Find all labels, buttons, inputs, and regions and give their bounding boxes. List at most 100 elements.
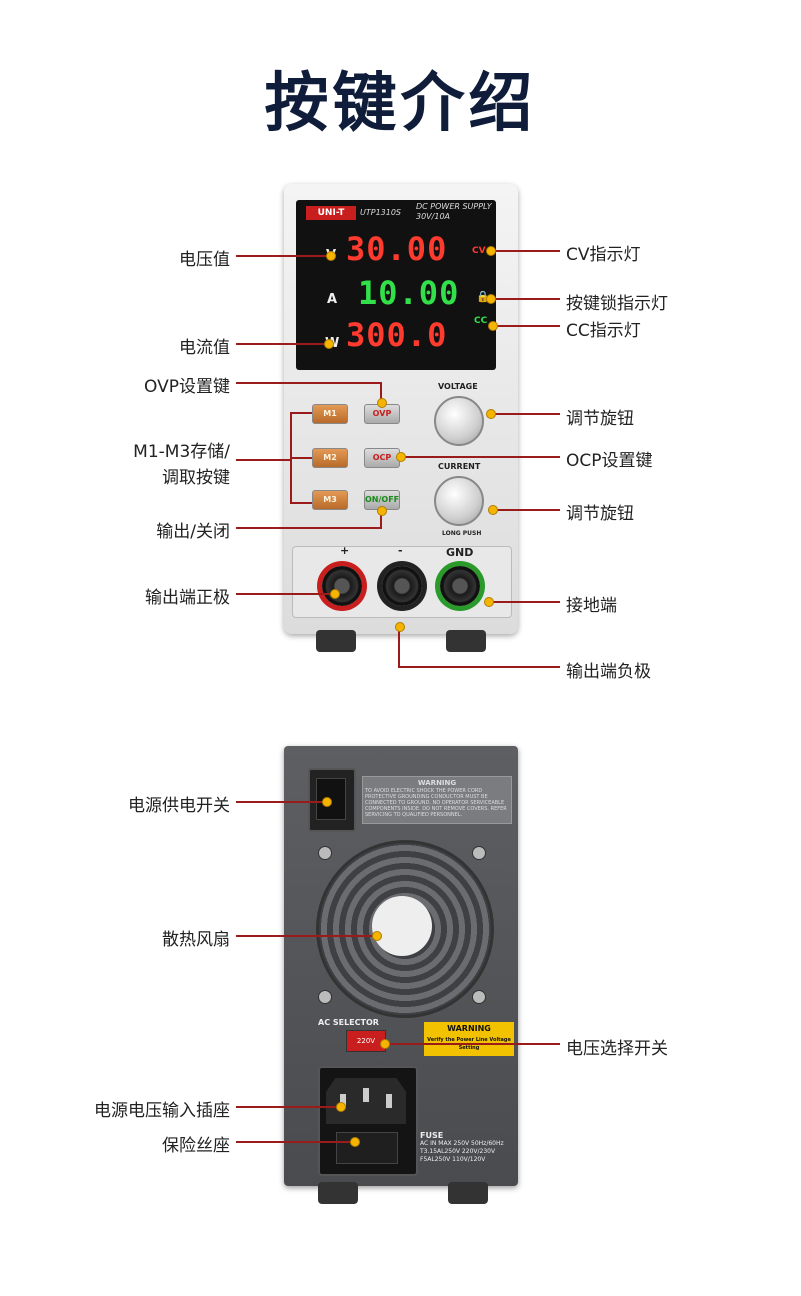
fan-hub <box>372 896 432 956</box>
unit-a: A <box>327 292 338 307</box>
dot-ocp-key <box>396 452 406 462</box>
yellow-warning-sub: Verify the Power Line Voltage Setting <box>427 1037 511 1051</box>
fuse-title: FUSE <box>420 1131 444 1140</box>
negative-terminal[interactable] <box>382 566 422 606</box>
ocp-button[interactable]: OCP <box>364 448 400 468</box>
label-m-keys-line2: 调取按键 <box>162 468 230 488</box>
dot-output-negative <box>395 622 405 632</box>
label-m-keys-line1: M1-M3存储/ <box>133 442 230 462</box>
leader-power-socket <box>236 1106 338 1108</box>
leader-fan <box>236 935 374 937</box>
long-push-label: LONG PUSH <box>442 530 482 537</box>
leader-fuse-holder <box>236 1141 352 1143</box>
fuse-label: FUSE AC IN MAX 250V 50Hz/60Hz T3.15AL250… <box>420 1132 515 1164</box>
dot-ovp-key <box>377 398 387 408</box>
page-title: 按键介绍 <box>264 67 537 141</box>
dot-fuse-holder <box>350 1137 360 1147</box>
fuse-holder[interactable] <box>336 1132 398 1164</box>
leader-ovp-key-v <box>380 382 382 402</box>
dot-cc-indicator <box>488 321 498 331</box>
dot-power-switch <box>322 797 332 807</box>
leader-knob-1 <box>490 413 560 415</box>
leader-output-negative-v <box>398 626 400 668</box>
leader-m1 <box>290 412 312 414</box>
dot-power-socket <box>336 1102 346 1112</box>
dot-voltage-value <box>326 251 336 261</box>
label-knob-1: 调节旋钮 <box>566 409 634 429</box>
m1-button[interactable]: M1 <box>312 404 348 424</box>
label-voltage-selector: 电压选择开关 <box>566 1039 668 1059</box>
cc-indicator: CC <box>474 316 488 326</box>
m3-button[interactable]: M3 <box>312 490 348 510</box>
screw-icon <box>472 846 486 860</box>
leader-m-keys-h <box>236 459 292 461</box>
leader-cv-indicator <box>490 250 560 252</box>
dot-knob-1 <box>486 409 496 419</box>
ac-selector-label: AC SELECTOR <box>318 1018 379 1027</box>
m2-button[interactable]: M2 <box>312 448 348 468</box>
label-output-onoff: 输出/关闭 <box>156 522 230 542</box>
label-current-value: 电流值 <box>179 338 230 358</box>
positive-terminal[interactable] <box>322 566 362 606</box>
label-power-socket: 电源电压输入插座 <box>94 1101 230 1121</box>
dot-current-value <box>324 339 334 349</box>
ground-terminal[interactable] <box>440 566 480 606</box>
voltage-knob-label: VOLTAGE <box>438 382 478 391</box>
model-number: UTP1310S <box>360 208 402 217</box>
screw-icon <box>472 990 486 1004</box>
yellow-warning-label: WARNING Verify the Power Line Voltage Se… <box>424 1022 514 1056</box>
minus-sign: - <box>398 544 403 557</box>
dot-output-positive <box>330 589 340 599</box>
rating-text: 30V/10A <box>416 212 450 221</box>
plus-sign: + <box>340 544 350 557</box>
rear-foot-left <box>318 1182 358 1204</box>
current-knob[interactable] <box>434 476 484 526</box>
current-reading: 10.00 <box>358 274 460 312</box>
dot-ground <box>484 597 494 607</box>
dot-fan <box>372 931 382 941</box>
inlet-pin <box>386 1094 392 1108</box>
brand-logo: UNI-T <box>306 206 356 220</box>
front-foot-right <box>446 630 486 652</box>
dc-power-supply-label: DC POWER SUPPLY 30V/10A <box>416 202 492 222</box>
leader-output-onoff-h <box>236 527 382 529</box>
label-cv-indicator: CV指示灯 <box>566 245 641 265</box>
inlet-pin <box>363 1088 369 1102</box>
leader-voltage-selector <box>384 1043 560 1045</box>
label-fan: 散热风扇 <box>162 930 230 950</box>
leader-output-negative-h <box>398 666 560 668</box>
label-ground: 接地端 <box>566 596 617 616</box>
voltage-reading: 30.00 <box>346 230 448 268</box>
dot-knob-2 <box>488 505 498 515</box>
label-cc-indicator: CC指示灯 <box>566 321 641 341</box>
label-ovp-key: OVP设置键 <box>144 377 230 397</box>
leader-power-switch <box>236 801 324 803</box>
dot-key-lock <box>486 294 496 304</box>
leader-voltage-value <box>236 255 328 257</box>
cv-indicator: CV <box>472 246 486 256</box>
dot-cv-indicator <box>486 246 496 256</box>
leader-ground <box>488 601 560 603</box>
fuse-text: AC IN MAX 250V 50Hz/60Hz T3.15AL250V 220… <box>420 1140 504 1163</box>
voltage-knob[interactable] <box>434 396 484 446</box>
yellow-warning-title: WARNING <box>447 1024 491 1033</box>
front-foot-left <box>316 630 356 652</box>
rear-foot-right <box>448 1182 488 1204</box>
label-output-positive: 输出端正极 <box>145 588 230 608</box>
rear-warning-text: TO AVOID ELECTRIC SHOCK THE POWER CORD P… <box>365 788 507 818</box>
leader-ocp-key <box>400 456 560 458</box>
label-power-switch: 电源供电开关 <box>128 796 230 816</box>
screw-icon <box>318 990 332 1004</box>
label-fuse-holder: 保险丝座 <box>162 1136 230 1156</box>
rear-warning-box: WARNING TO AVOID ELECTRIC SHOCK THE POWE… <box>362 776 512 824</box>
leader-output-onoff-v <box>380 510 382 529</box>
screw-icon <box>318 846 332 860</box>
leader-cc-indicator <box>492 325 560 327</box>
gnd-label: GND <box>446 546 474 559</box>
label-ocp-key: OCP设置键 <box>566 451 653 471</box>
current-knob-label: CURRENT <box>438 462 481 471</box>
label-voltage-value: 电压值 <box>179 250 230 270</box>
leader-m3 <box>290 502 312 504</box>
power-reading: 300.0 <box>346 316 448 354</box>
leader-ovp-key-h <box>236 382 382 384</box>
